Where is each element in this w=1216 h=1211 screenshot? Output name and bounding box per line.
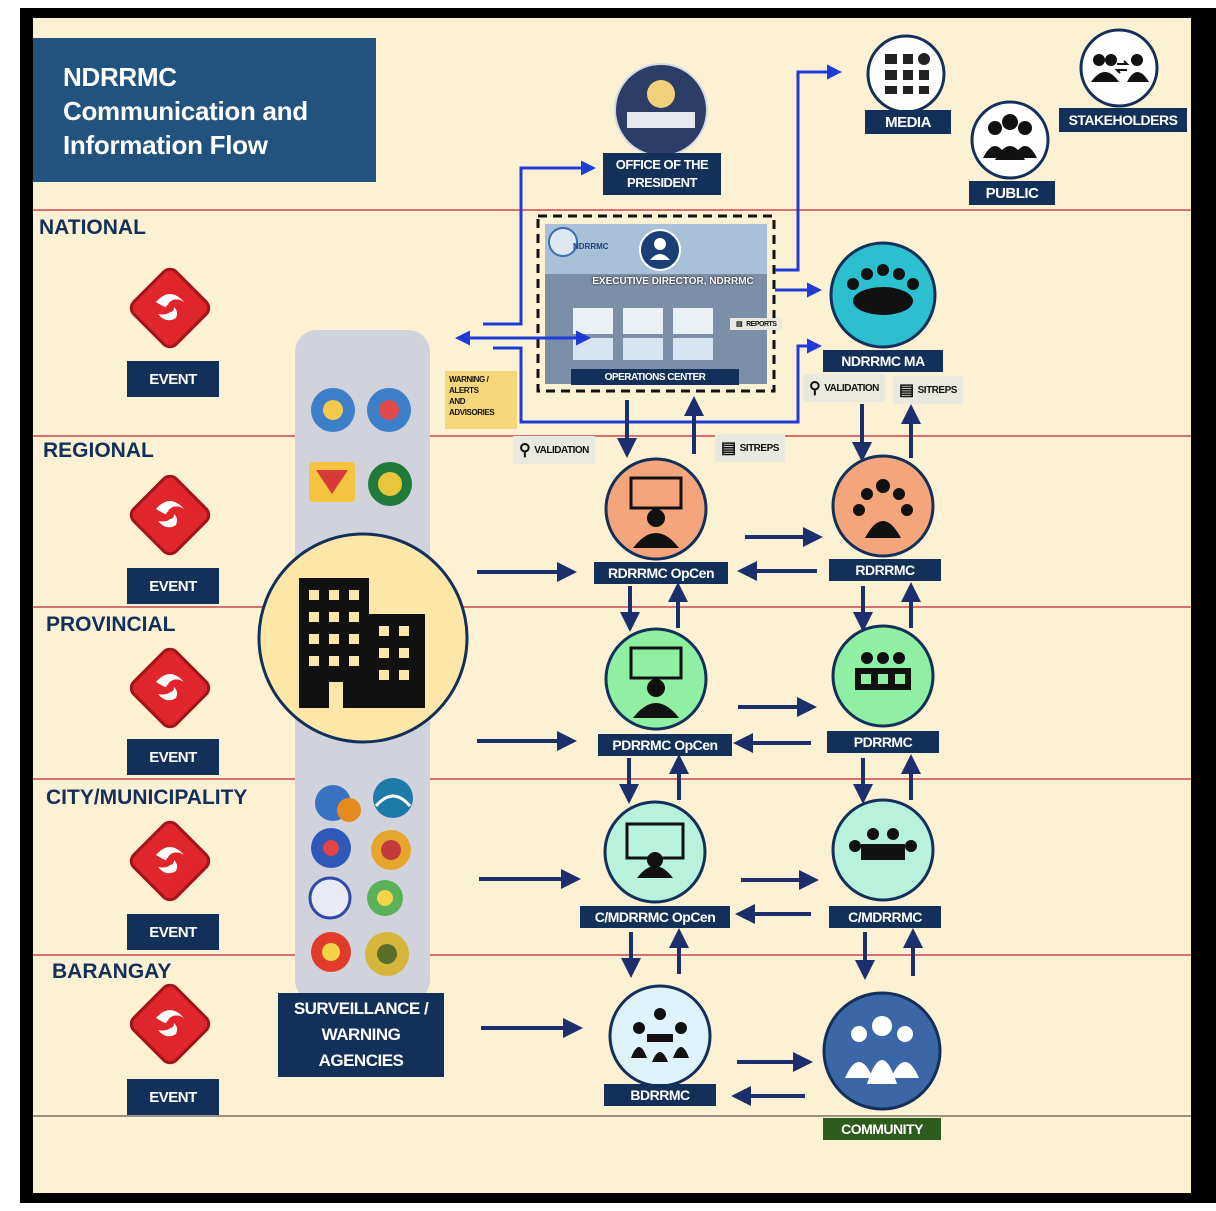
sitreps-tag: ▤SITREPS — [893, 376, 963, 404]
document-icon: ▤ — [736, 321, 743, 328]
bdrrmc-label: BDRRMC — [604, 1084, 716, 1106]
public-label: PUBLIC — [969, 181, 1055, 205]
event-label: EVENT — [127, 914, 219, 950]
executive-director-label: EXECUTIVE DIRECTOR, NDRRMC — [592, 276, 754, 287]
pdrrmc-icon — [831, 624, 935, 728]
cmdrrmc-opcen-label: C/MDRRMC OpCen — [580, 906, 730, 928]
bdrrmc-icon — [608, 984, 712, 1088]
cmdrrmc-icon — [831, 798, 935, 902]
validation-tag: ⚲VALIDATION — [513, 436, 595, 464]
level-name-provincial: PROVINCIAL — [46, 613, 176, 636]
level-name-regional: REGIONAL — [43, 439, 154, 462]
title-block: NDRRMC Communication and Information Flo… — [33, 38, 376, 182]
agency-logos — [308, 388, 413, 976]
pdrrmc-opcen-label: PDRRMC OpCen — [598, 734, 732, 756]
event-label: EVENT — [127, 739, 219, 775]
ndrrmc-ma-label: NDRRMC MA — [823, 350, 943, 372]
magnifier-icon: ⚲ — [519, 442, 531, 459]
document-icon: ▤ — [721, 440, 736, 457]
title-line-1: NDRRMC — [63, 62, 177, 92]
title-line-2: Communication and — [63, 96, 308, 126]
event-icon — [126, 264, 214, 352]
title-line-3: Information Flow — [63, 130, 268, 160]
media-icon — [866, 34, 946, 114]
stakeholders-icon — [1079, 28, 1159, 108]
pdrrmc-label: PDRRMC — [827, 731, 939, 753]
rdrrmc-icon — [831, 454, 935, 558]
event-icon — [126, 644, 214, 732]
event-label: EVENT — [127, 568, 219, 604]
operations-center-box — [536, 214, 776, 393]
office-of-the-president-label: OFFICE OF THE PRESIDENT — [603, 153, 721, 195]
ndrrmc-ma-icon — [829, 241, 937, 349]
rdrrmc-opcen-icon — [604, 457, 708, 561]
cmdrrmc-label: C/MDRRMC — [829, 906, 941, 928]
rdrrmc-opcen-label: RDRRMC OpCen — [594, 562, 728, 584]
level-name-barangay: BARANGAY — [52, 960, 172, 983]
event-icon — [126, 471, 214, 559]
surveillance-warning-agencies-label: SURVEILLANCE / WARNING AGENCIES — [278, 993, 444, 1077]
president-seal-icon — [614, 63, 708, 157]
level-name-city-municipality: CITY/MUNICIPALITY — [46, 786, 248, 809]
event-icon — [126, 817, 214, 905]
building-icon — [257, 532, 469, 744]
validation-tag: ⚲VALIDATION — [803, 374, 885, 402]
public-icon — [970, 100, 1050, 180]
document-icon: ▤ — [899, 382, 914, 399]
sitreps-tag: ▤SITREPS — [715, 434, 785, 462]
event-label: EVENT — [127, 361, 219, 397]
operations-center-label: OPERATIONS CENTER — [571, 369, 739, 385]
cmdrrmc-opcen-icon — [603, 800, 707, 904]
national-flow-arrows — [455, 64, 842, 424]
community-label: COMMUNITY — [823, 1118, 941, 1140]
event-icon — [126, 980, 214, 1068]
ndrrmc-logo-text: NDRRMC — [573, 242, 609, 251]
level-name-national: NATIONAL — [39, 216, 146, 239]
magnifier-icon: ⚲ — [809, 380, 821, 397]
diagram-canvas: NDRRMC Communication and Information Flo… — [33, 18, 1191, 1193]
community-icon — [822, 991, 942, 1111]
warning-alerts-advisories-box: WARNING / ALERTS AND ADVISORIES — [445, 371, 517, 429]
media-label: MEDIA — [865, 110, 951, 134]
pdrrmc-opcen-icon — [604, 627, 708, 731]
level-separators — [33, 209, 1191, 1117]
hierarchy-flow-arrows — [477, 396, 923, 1106]
diagram-graphics — [33, 28, 1191, 1117]
reports-tag: ▤REPORTS — [730, 318, 783, 330]
rdrrmc-label: RDRRMC — [829, 559, 941, 581]
event-label: EVENT — [127, 1079, 219, 1115]
stakeholders-label: STAKEHOLDERS — [1059, 108, 1187, 132]
